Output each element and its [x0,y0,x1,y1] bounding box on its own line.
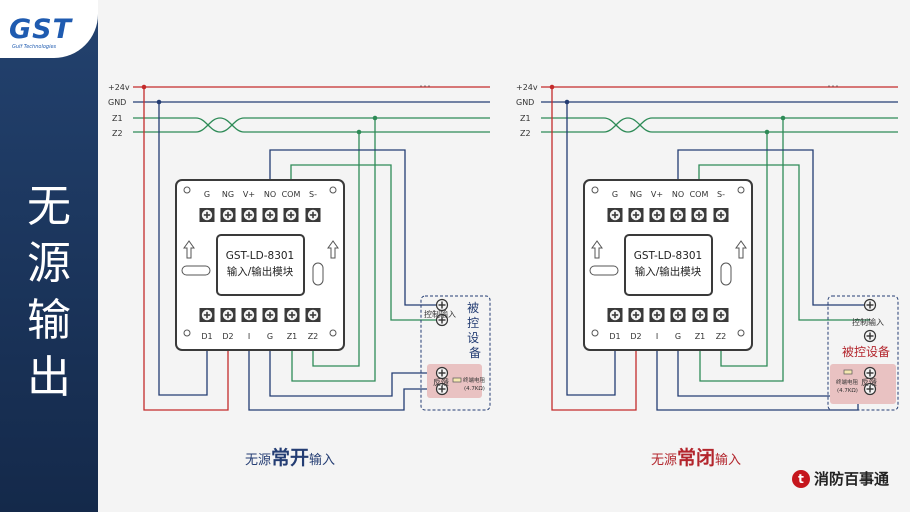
terminal-label-d1: D1 [609,332,620,341]
bus-label-24v: +24v [516,83,538,92]
right-wiring-panel: +24v GND Z1 Z2 G NG V+ NO COM S- [516,83,899,469]
control-input-screw [863,298,877,312]
control-input-screw [435,298,449,312]
sidebar: GST Gulf Technologies 无 源 输 出 [0,0,98,512]
control-input-label: 控制输入 [852,317,884,327]
side-title-char: 无 [27,181,71,232]
controlled-device-title: 被控设备 [842,345,890,359]
side-title: 无 源 输 出 [14,178,84,406]
terminal-label-z1: Z1 [695,332,706,341]
controlled-device-title: 被 控 设 备 [467,301,483,360]
mounting-hole [591,329,599,337]
resistor-icon [843,369,853,375]
mounting-hole [737,186,745,194]
control-input-label: 控制输入 [424,309,456,319]
feedback-screw [863,366,877,380]
terminal-label-z2: Z2 [308,332,319,341]
terminal-label-vplus: V+ [243,190,255,199]
terminal-label-g: G [204,190,210,199]
mounting-hole [183,186,191,194]
resistor-label: 终端电阻 [836,378,859,386]
left-wiring-panel: +24v GND Z1 Z2 G NG V+ NO COM S- [108,83,491,469]
resistor-label: 终端电阻 [463,376,486,384]
terminal-label-z1: Z1 [287,332,298,341]
resistor-value: (4.7KΩ) [464,386,485,392]
module-name: 输入/输出模块 [227,265,294,278]
terminal-label-g2: G [675,332,681,341]
bus-label-z1: Z1 [520,114,531,123]
module-model: GST-LD-8301 [226,250,295,262]
terminal-label-z2: Z2 [716,332,727,341]
terminal-label-g: G [612,190,618,199]
feedback-label: 反馈 [861,377,877,387]
side-title-char: 源 [27,238,71,289]
mounting-slot [181,265,211,276]
mounting-hole [329,186,337,194]
brand-icon: t [792,469,810,488]
side-title-char: 输 [27,295,71,346]
terminal-label-sminus: S- [309,190,317,199]
resistor-icon [452,377,462,383]
mounting-hole [183,329,191,337]
module-model: GST-LD-8301 [634,250,703,262]
terminal-label-com: COM [282,190,301,199]
mounting-slot [720,262,732,286]
terminal-label-vplus: V+ [651,190,663,199]
feedback-screw [435,366,449,380]
mounting-slot [589,265,619,276]
terminal-label-d1: D1 [201,332,212,341]
terminal-label-ng: NG [630,190,642,199]
feedback-label: 反馈 [433,377,449,387]
bus-label-z2: Z2 [112,129,123,138]
terminal-label-d2: D2 [630,332,641,341]
controlled-device-box [420,295,491,411]
title-char: 被 [467,301,479,315]
module-name: 输入/输出模块 [635,265,702,278]
bus-label-24v: +24v [108,83,130,92]
terminal-label-com: COM [690,190,709,199]
terminal-label-g2: G [267,332,273,341]
terminal-label-d2: D2 [222,332,233,341]
module-label-plate [624,234,713,296]
logo-subtitle: Gulf Technologies [12,44,57,50]
control-input-screw [863,329,877,343]
bus-label-z2: Z2 [520,129,531,138]
brand-name: 消防百事通 [814,470,890,488]
caption-right: 无源常闭输入 [651,446,741,469]
terminal-label-no: NO [264,190,276,199]
terminal-label-no: NO [672,190,684,199]
side-title-char: 出 [27,352,71,403]
mounting-hole [329,329,337,337]
mounting-slot [312,262,324,286]
bus-label-gnd: GND [516,98,534,107]
controlled-device-box [827,295,899,411]
resistor-value: (4.7KΩ) [837,388,858,394]
bus-label-gnd: GND [108,98,126,107]
brand-logo: t 消防百事通 [792,468,889,489]
terminal-label-i: I [656,332,658,341]
terminal-label-sminus: S- [717,190,725,199]
terminal-label-i: I [248,332,250,341]
module-label-plate [216,234,305,296]
mounting-hole [737,329,745,337]
bus-label-z1: Z1 [112,114,123,123]
logo-text: GST [9,14,73,45]
caption-left: 无源常开输入 [245,446,335,469]
terminal-label-ng: NG [222,190,234,199]
mounting-hole [591,186,599,194]
